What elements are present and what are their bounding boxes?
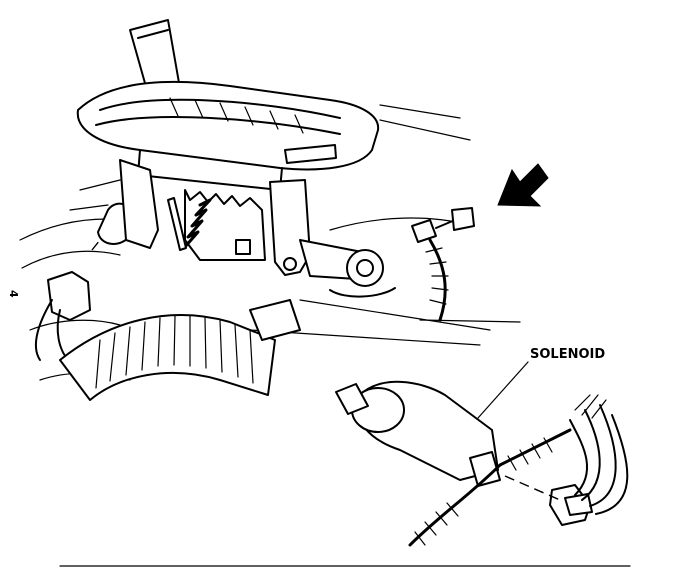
wiring-harness-right [411, 207, 475, 322]
direction-arrow [497, 163, 549, 207]
side-marker-label: 4 [7, 290, 20, 298]
console-housing [76, 80, 380, 191]
alignment-line [91, 239, 561, 501]
left-mechanism [35, 159, 159, 363]
solenoid-leader [477, 361, 529, 419]
shift-bracket [269, 179, 396, 298]
solenoid-connector [549, 394, 629, 526]
solenoid-label: SOLENOID [530, 347, 605, 362]
wiring-harness-main [59, 299, 301, 401]
solenoid-detail [335, 380, 501, 487]
pawl-spring [167, 197, 212, 251]
solenoid-conduit [408, 428, 572, 547]
